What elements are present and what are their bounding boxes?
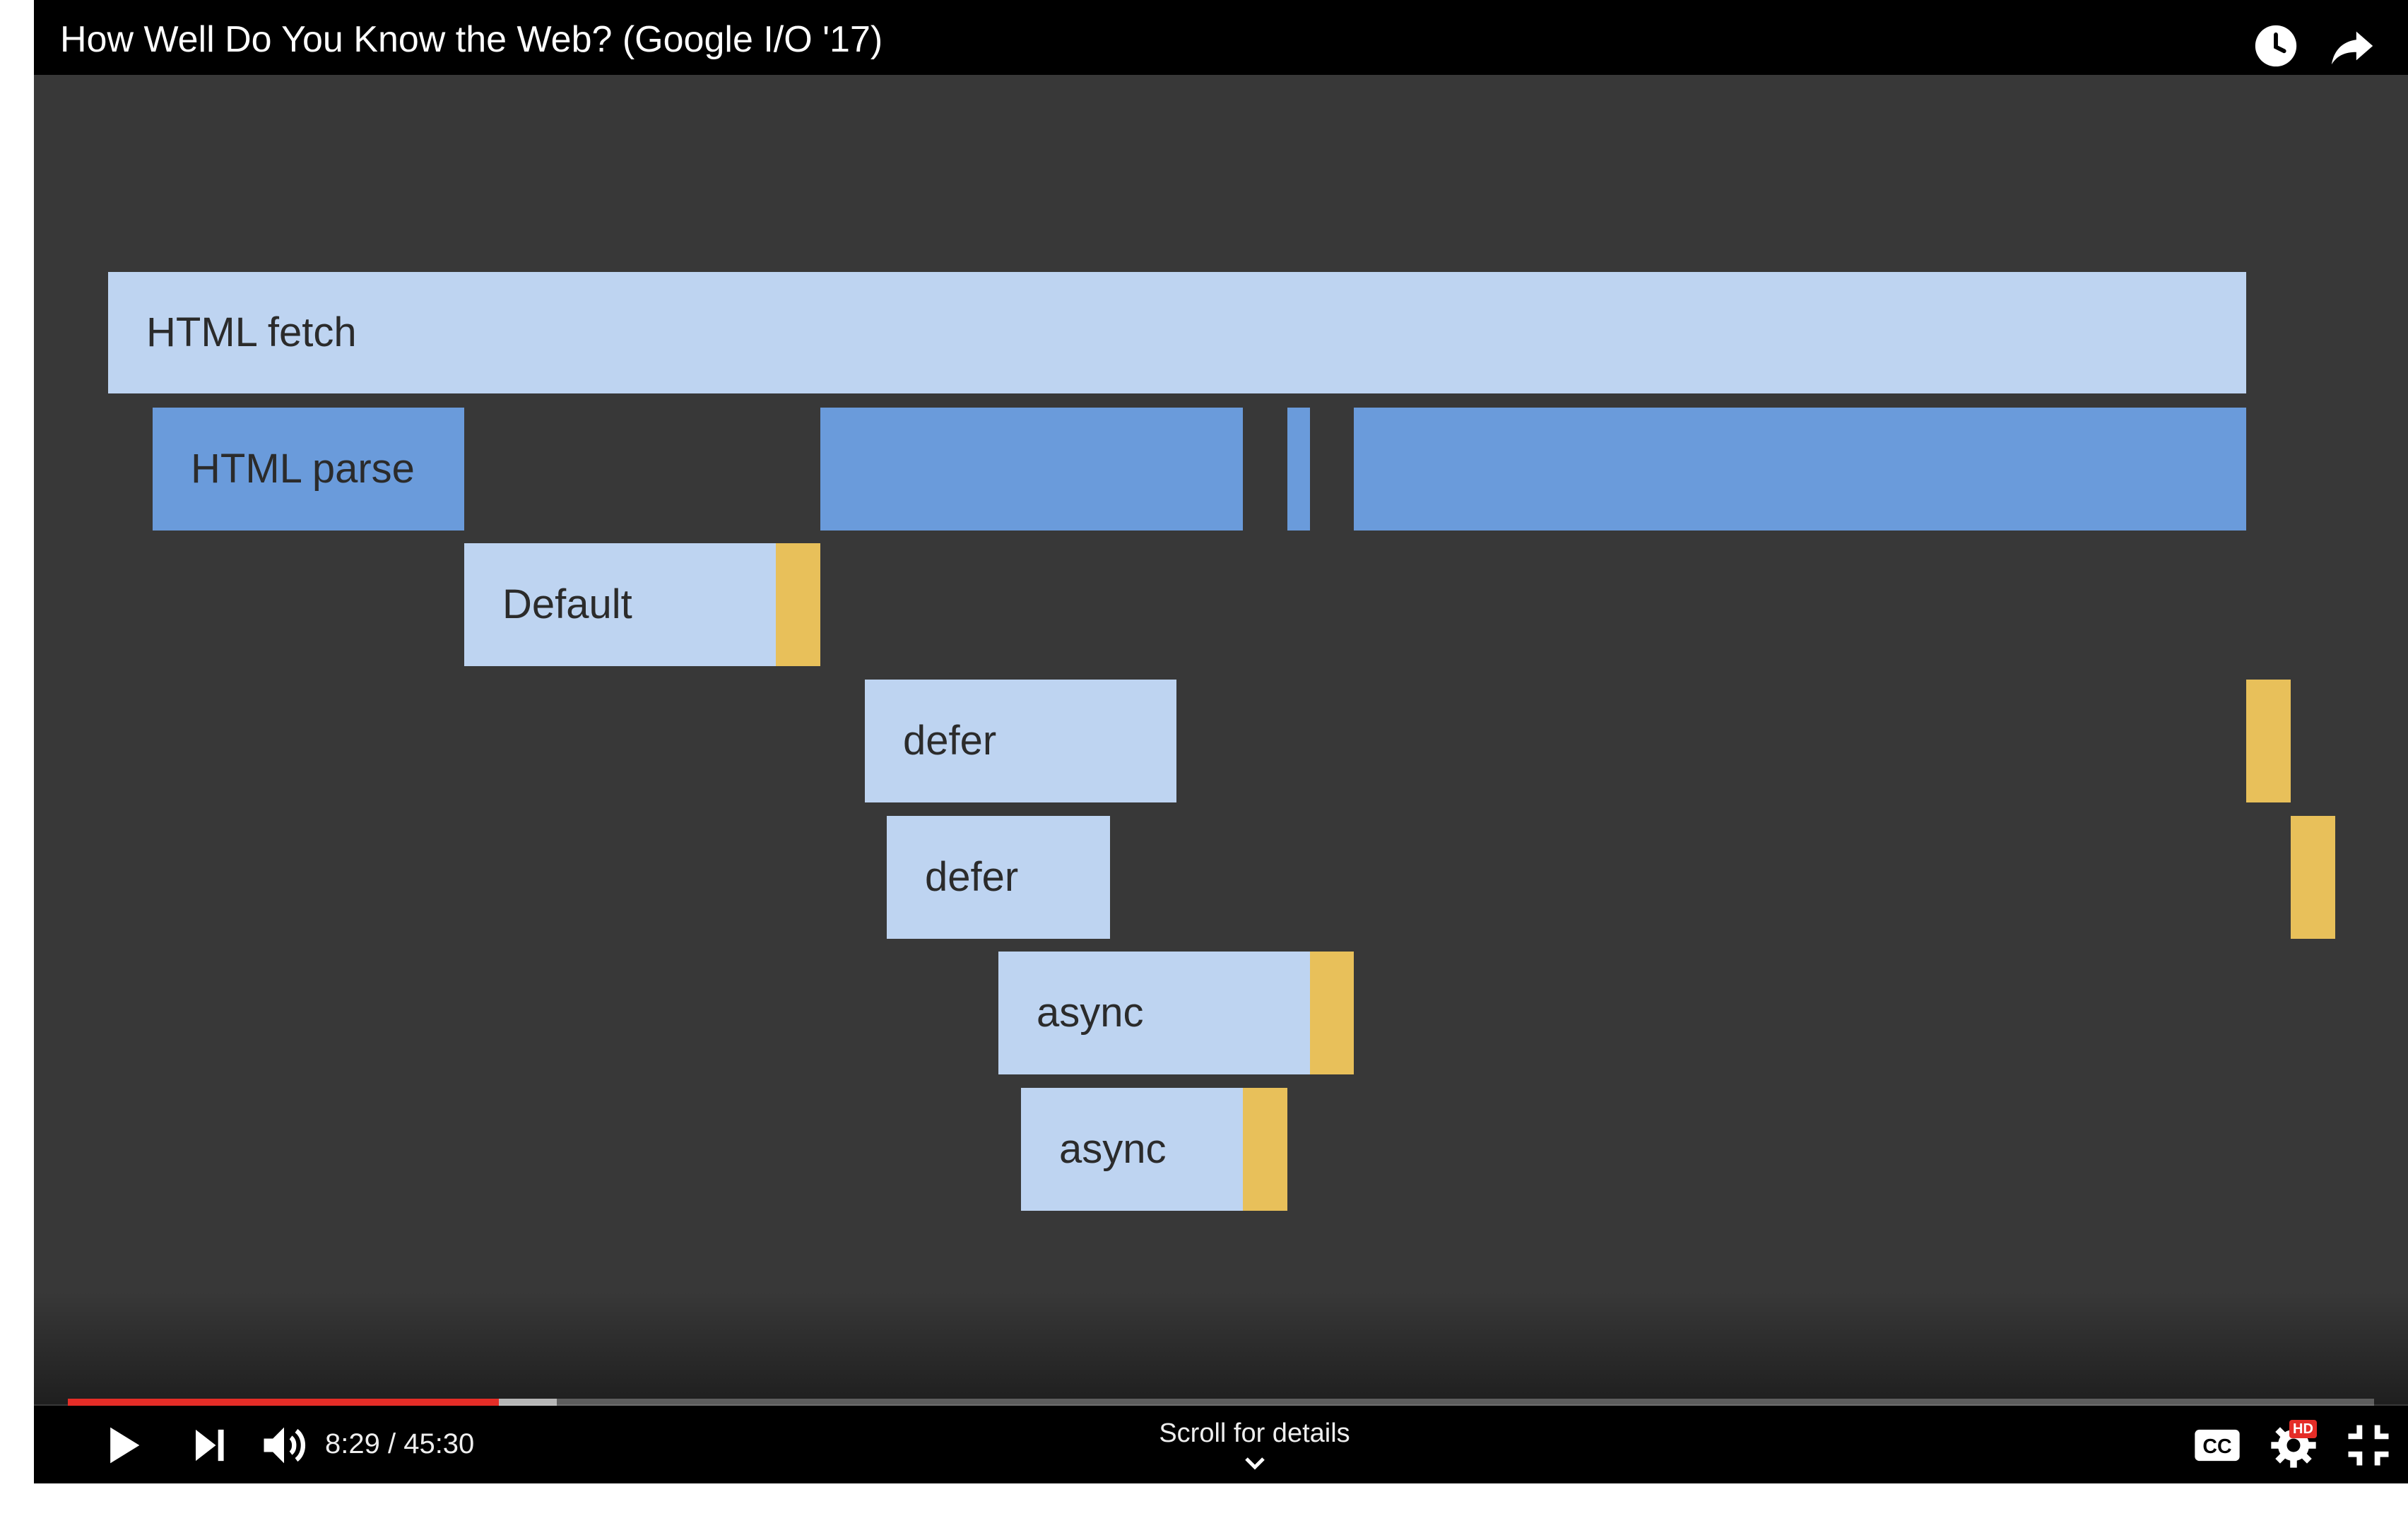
- time-display: 8:29 / 45:30: [325, 1430, 474, 1458]
- defer-execute-bar: [2246, 680, 2291, 802]
- defer-execute-bar: [2291, 816, 2335, 939]
- clock-icon[interactable]: [2251, 21, 2301, 71]
- video-title[interactable]: How Well Do You Know the Web? (Google I/…: [60, 19, 883, 60]
- next-icon[interactable]: [182, 1418, 236, 1472]
- html-parse-segment: [1287, 408, 1310, 531]
- time-separator: /: [379, 1428, 404, 1459]
- player-controls: 8:29 / 45:30 Scroll for details CC HD: [34, 1406, 2408, 1483]
- bar-label: defer: [925, 854, 1019, 900]
- async-script-bar: async: [998, 952, 1310, 1074]
- player-title-bar: How Well Do You Know the Web? (Google I/…: [34, 0, 2408, 75]
- chevron-down-icon: [1244, 1457, 1265, 1470]
- cc-icon[interactable]: CC: [2190, 1418, 2244, 1472]
- video-frame[interactable]: HTML fetch HTML parse Default defer defe…: [34, 75, 2408, 1403]
- svg-text:CC: CC: [2202, 1435, 2231, 1458]
- html-fetch-bar: HTML fetch: [108, 272, 2246, 393]
- bar-label: HTML fetch: [146, 309, 357, 355]
- default-execute-bar: [776, 543, 820, 666]
- defer-script-bar: defer: [887, 816, 1110, 939]
- html-parse-bar: HTML parse: [153, 408, 464, 531]
- video-player[interactable]: HTML fetch HTML parse Default defer defe…: [34, 0, 2408, 1483]
- defer-script-bar: defer: [865, 680, 1176, 802]
- html-parse-segment: [820, 408, 1243, 531]
- exit-fullscreen-icon[interactable]: [2342, 1418, 2395, 1472]
- volume-icon[interactable]: [257, 1418, 311, 1472]
- share-arrow-icon[interactable]: [2327, 21, 2377, 71]
- async-script-bar: async: [1021, 1088, 1243, 1211]
- current-time: 8:29: [325, 1428, 380, 1459]
- bar-label: async: [1037, 990, 1144, 1036]
- played-progress: [68, 1399, 500, 1406]
- play-icon[interactable]: [95, 1418, 148, 1472]
- scroll-for-details-label: Scroll for details: [1159, 1418, 1350, 1448]
- async-execute-bar: [1310, 952, 1354, 1074]
- hd-badge: HD: [2289, 1420, 2317, 1438]
- scroll-for-details[interactable]: Scroll for details: [1094, 1420, 1415, 1471]
- controls-gradient: [34, 1291, 2408, 1404]
- duration: 45:30: [403, 1428, 475, 1459]
- default-script-bar: Default: [464, 543, 776, 666]
- bar-label: HTML parse: [191, 446, 415, 492]
- bar-label: defer: [903, 718, 997, 764]
- progress-bar[interactable]: [68, 1399, 2374, 1406]
- html-parse-segment: [1354, 408, 2246, 531]
- bar-label: Default: [502, 581, 632, 627]
- async-execute-bar: [1243, 1088, 1287, 1211]
- bar-label: async: [1059, 1126, 1167, 1172]
